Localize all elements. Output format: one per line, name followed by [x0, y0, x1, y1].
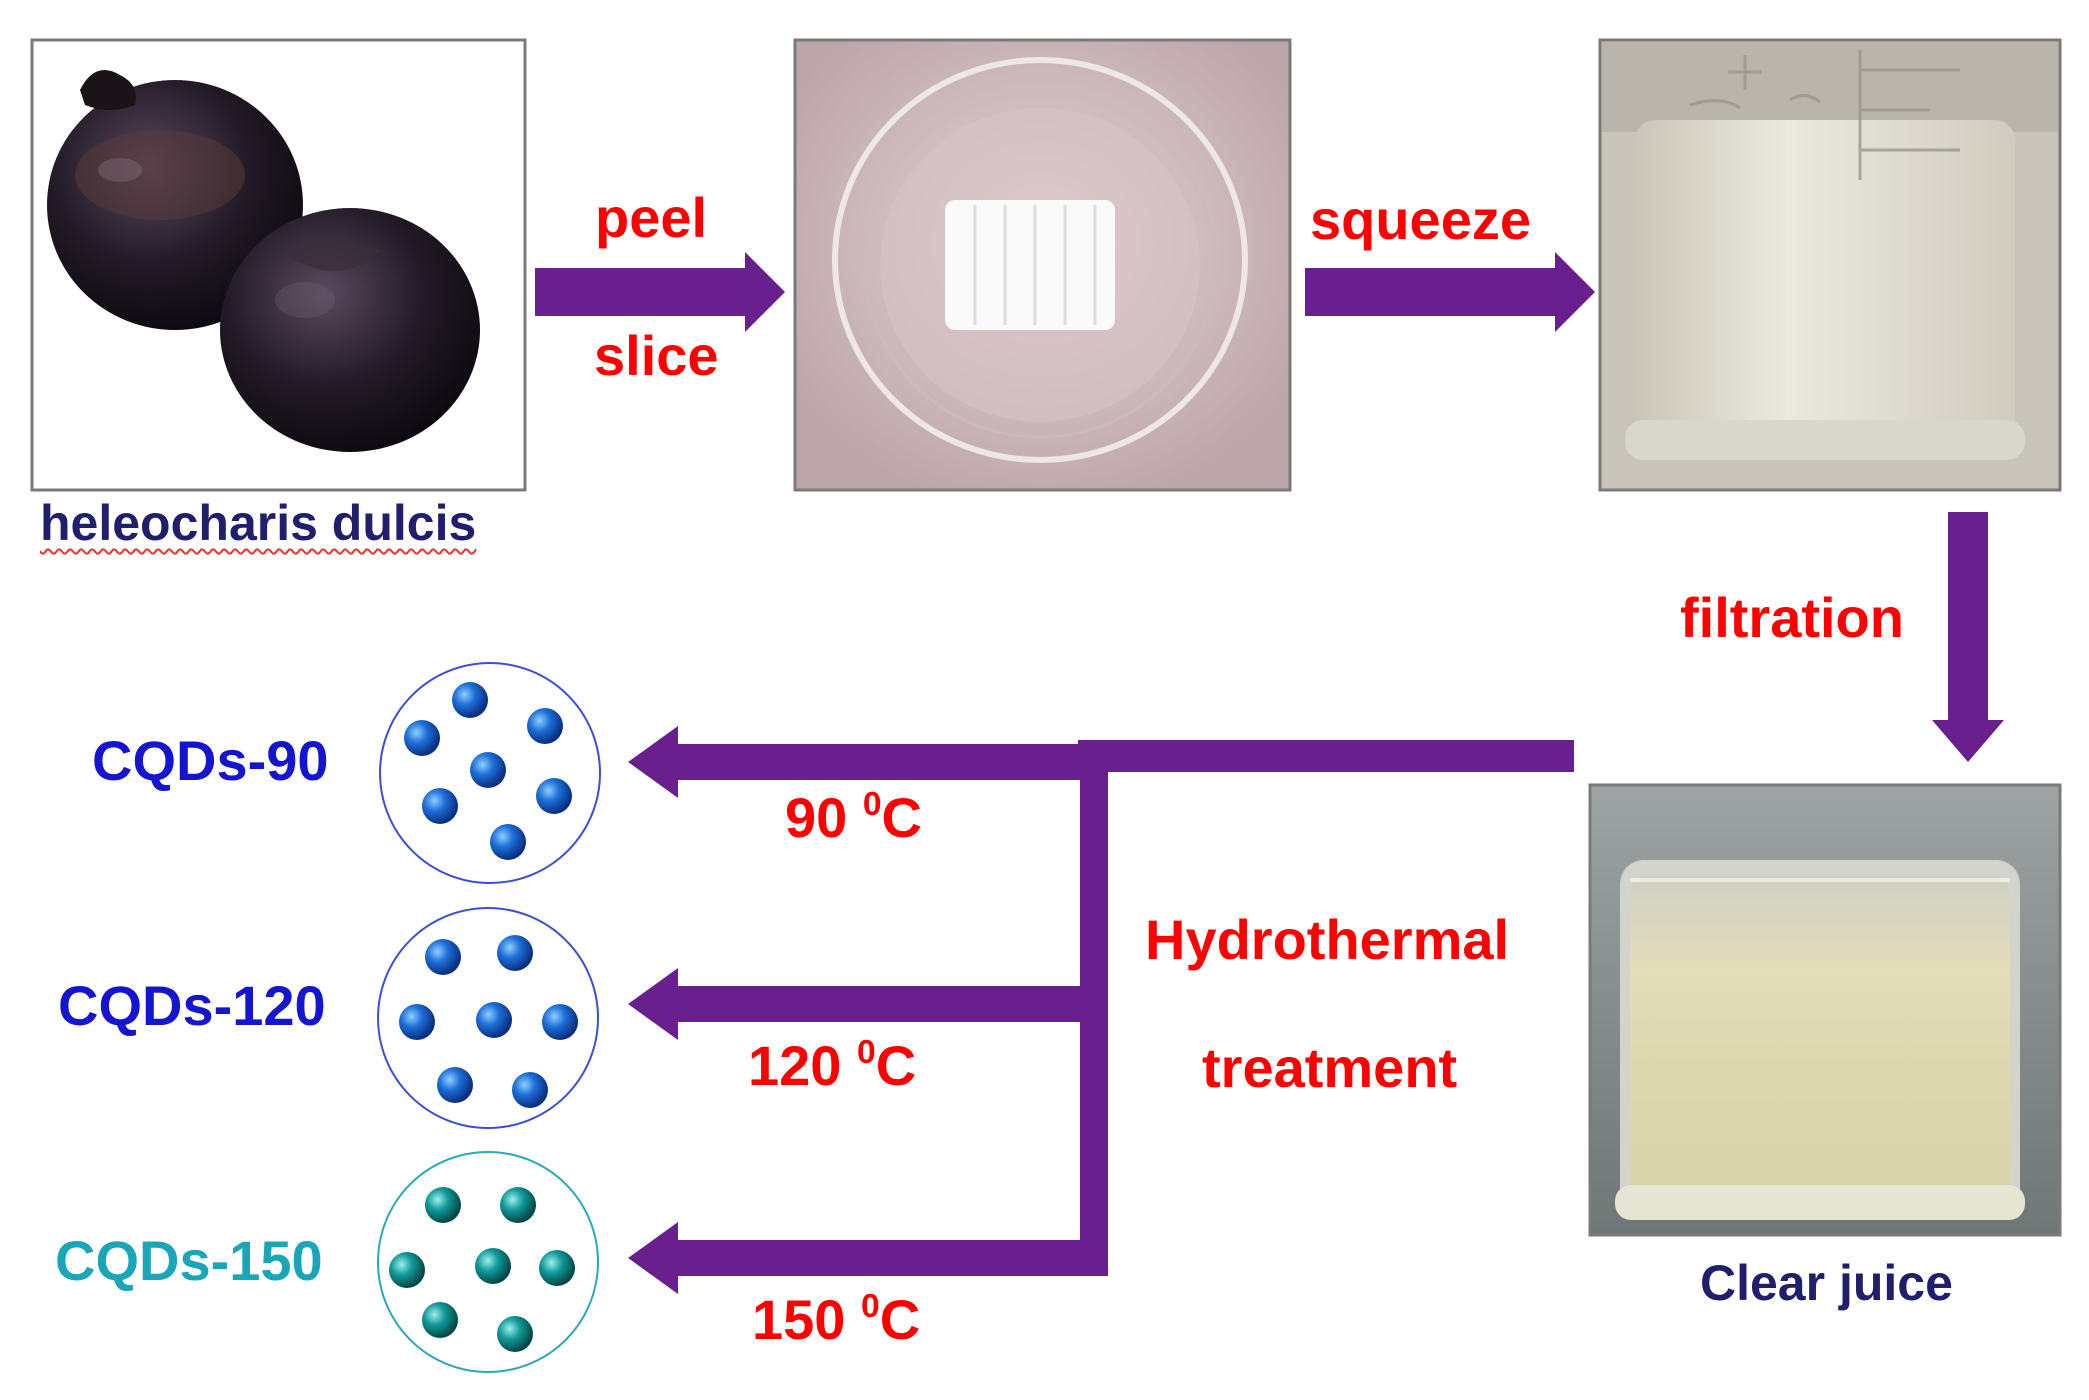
arrow-peel-slice — [535, 252, 785, 332]
quantum-dot — [404, 720, 440, 756]
quantum-dot — [425, 1187, 461, 1223]
quantum-dot — [500, 1187, 536, 1223]
quantum-dot — [527, 708, 563, 744]
step-hydrothermal-label: Hydrothermal — [1145, 908, 1510, 971]
temp-120-label: 120 0C — [748, 1036, 916, 1094]
quantum-dot — [422, 788, 458, 824]
quantum-dot — [475, 1248, 511, 1284]
temp-90-value: 90 — [785, 786, 848, 849]
arrow-90 — [628, 726, 1108, 798]
product-circle-90 — [379, 662, 601, 884]
product-label-90: CQDs-90 — [92, 729, 329, 792]
product-circle-150 — [377, 1151, 599, 1373]
temp-90-label: 90 0C — [785, 788, 922, 846]
quantum-dot — [542, 1004, 578, 1040]
clear-juice-caption: Clear juice — [1700, 1255, 1953, 1311]
quantum-dot — [512, 1072, 548, 1108]
clear-juice-photo — [1588, 783, 2062, 1237]
arrow-filtration — [1932, 512, 2004, 762]
quantum-dot — [437, 1067, 473, 1103]
product-label-150: CQDs-150 — [55, 1229, 323, 1292]
quantum-dot — [470, 752, 506, 788]
quantum-dot — [497, 935, 533, 971]
product-label-120: CQDs-120 — [58, 974, 326, 1037]
temp-90-degree: 0 — [862, 786, 882, 823]
product-circle-120 — [377, 907, 599, 1129]
quantum-dot — [497, 1316, 533, 1352]
heleocharis-photo — [30, 38, 527, 492]
step-squeeze-label: squeeze — [1310, 188, 1531, 251]
sliced-petri-dish-photo — [793, 38, 1292, 492]
hydrothermal-branch — [628, 726, 1574, 1294]
step-filtration-label: filtration — [1680, 586, 1904, 649]
step-slice-label: slice — [594, 324, 719, 387]
temp-150-unit: C — [879, 1288, 921, 1351]
temp-120-value: 120 — [748, 1034, 842, 1097]
quantum-dot — [389, 1252, 425, 1288]
heleocharis-caption: heleocharis dulcis — [40, 495, 477, 551]
quantum-dot — [476, 1002, 512, 1038]
quantum-dot — [425, 939, 461, 975]
temp-90-unit: C — [881, 786, 922, 849]
arrow-150 — [628, 1222, 1108, 1294]
quantum-dot — [422, 1302, 458, 1338]
squeezed-juice-photo — [1598, 38, 2062, 492]
temp-150-label: 150 0C — [752, 1290, 920, 1348]
quantum-dot — [452, 682, 488, 718]
quantum-dot — [399, 1004, 435, 1040]
temp-150-value: 150 — [752, 1288, 846, 1351]
step-peel-label: peel — [595, 186, 708, 249]
arrow-squeeze — [1305, 252, 1595, 332]
quantum-dot — [536, 778, 572, 814]
quantum-dot — [490, 824, 526, 860]
step-treatment-label: treatment — [1202, 1036, 1458, 1099]
temp-150-degree: 0 — [861, 1288, 880, 1325]
temp-120-unit: C — [875, 1034, 917, 1097]
temp-120-degree: 0 — [857, 1034, 876, 1071]
arrow-120 — [628, 968, 1108, 1040]
quantum-dot — [539, 1250, 575, 1286]
